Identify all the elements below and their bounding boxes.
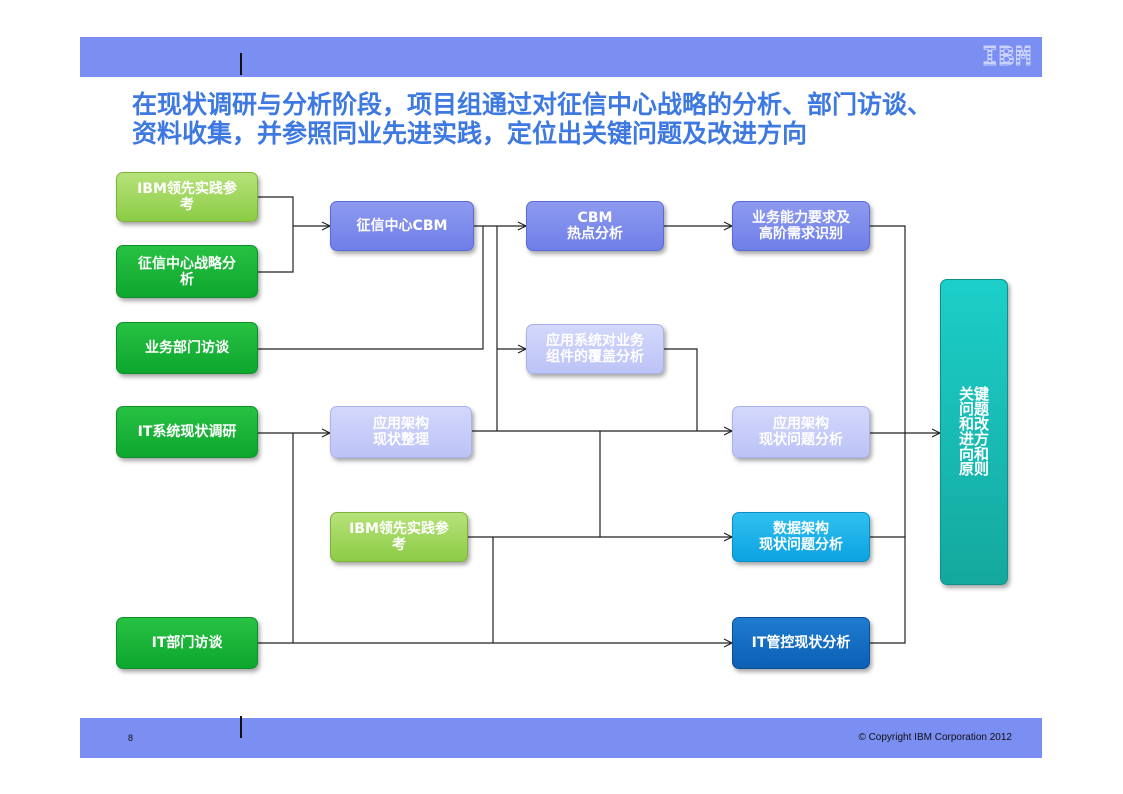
node-key-issues: 关键 问题 和改 进方 向和 原则 bbox=[940, 279, 1008, 585]
node-ibm-practice-1: IBM领先实践参 考 bbox=[116, 172, 258, 222]
header-bar: IBM bbox=[80, 37, 1042, 77]
node-it-system-survey: IT系统现状调研 bbox=[116, 406, 258, 458]
ibm-logo: IBM bbox=[982, 42, 1032, 73]
node-app-coverage: 应用系统对业务 组件的覆盖分析 bbox=[526, 324, 664, 374]
footer-divider bbox=[240, 716, 242, 738]
page-number: 8 bbox=[128, 733, 134, 743]
title-line-1: 在现状调研与分析阶段，项目组通过对征信中心战略的分析、部门访谈、 bbox=[132, 90, 933, 119]
node-app-arch-issue: 应用架构 现状问题分析 bbox=[732, 406, 870, 458]
header-divider bbox=[240, 53, 242, 75]
node-app-arch-current: 应用架构 现状整理 bbox=[330, 406, 472, 458]
node-it-governance: IT管控现状分析 bbox=[732, 617, 870, 669]
node-ibm-practice-2: IBM领先实践参 考 bbox=[330, 512, 468, 562]
copyright-notice: © Copyright IBM Corporation 2012 bbox=[858, 732, 1012, 743]
node-center-cbm: 征信中心CBM bbox=[330, 201, 474, 251]
connector-practice-cbm bbox=[258, 196, 294, 273]
node-business-interview: 业务部门访谈 bbox=[116, 322, 258, 374]
connector-business-interview bbox=[258, 226, 484, 350]
node-data-arch-issue: 数据架构 现状问题分析 bbox=[732, 512, 870, 562]
node-center-strategy: 征信中心战略分 析 bbox=[116, 245, 258, 298]
node-cbm-hotspot: CBM 热点分析 bbox=[526, 201, 664, 251]
page-title: 在现状调研与分析阶段，项目组通过对征信中心战略的分析、部门访谈、 资料收集，并参… bbox=[132, 90, 1012, 148]
title-line-2: 资料收集，并参照同业先进实践，定位出关键问题及改进方向 bbox=[132, 119, 808, 148]
footer-bar: 8 © Copyright IBM Corporation 2012 bbox=[80, 716, 1042, 758]
node-it-interview: IT部门访谈 bbox=[116, 617, 258, 669]
connector-branch-data bbox=[599, 431, 732, 537]
node-biz-capability: 业务能力要求及 高阶需求识别 bbox=[732, 201, 870, 251]
connector-coverage-issue bbox=[664, 348, 698, 431]
connector-right-collector bbox=[870, 225, 906, 644]
